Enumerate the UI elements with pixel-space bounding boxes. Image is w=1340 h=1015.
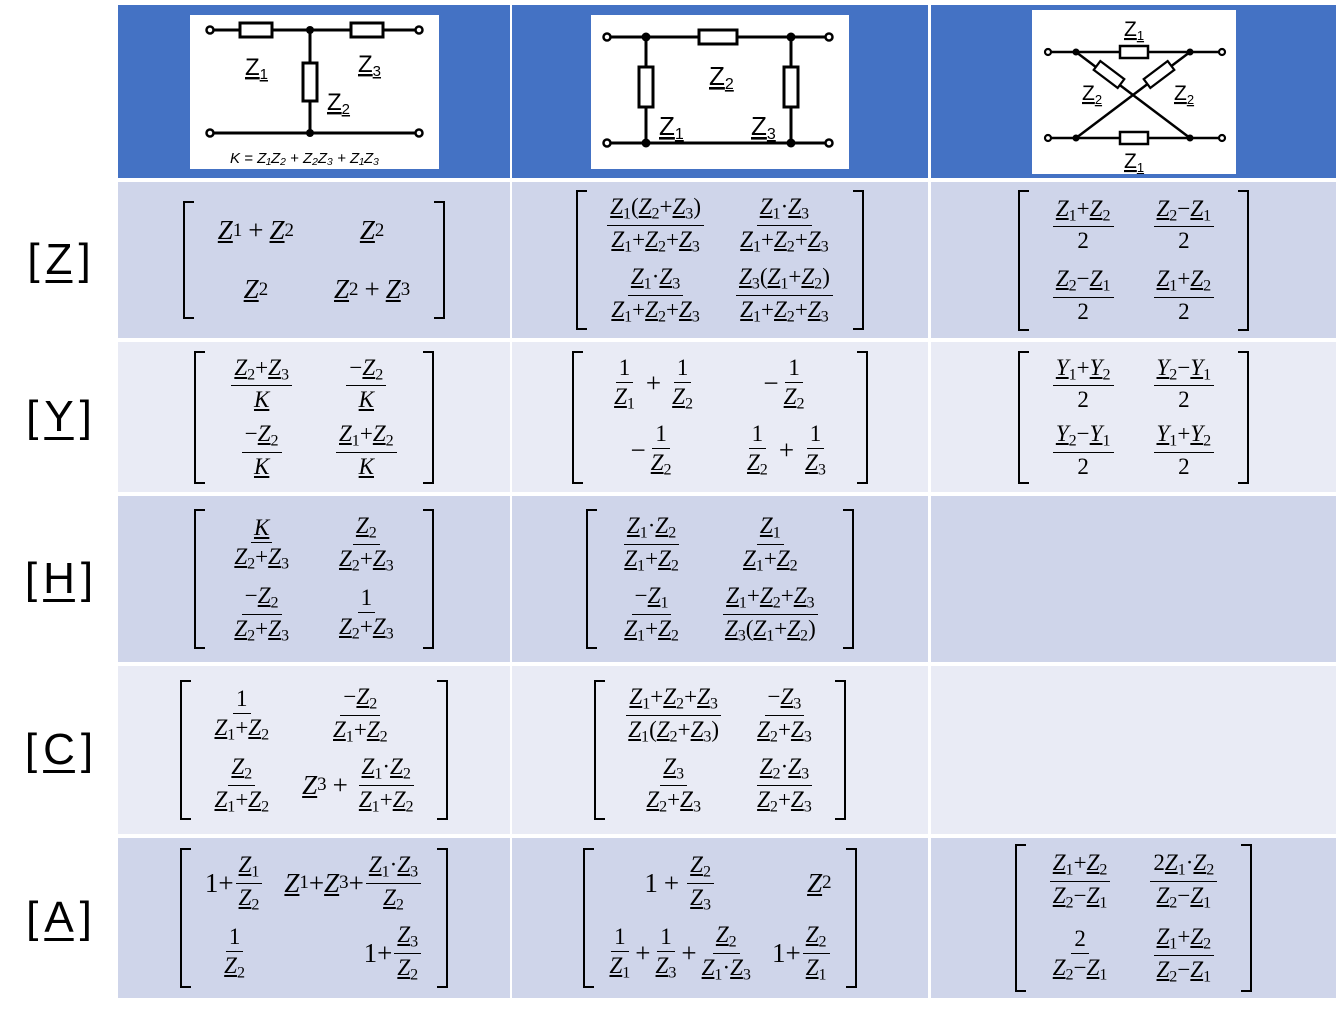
svg-text:Z3: Z3 — [358, 51, 381, 80]
pi-z2-label: Z — [709, 61, 725, 91]
t-network-diagram: Z1 Z3 Z2 K = Z₁Z₂ + Z₂Z₃ + Z₁Z₃ — [204, 21, 424, 167]
svg-text:Z1: Z1 — [1124, 18, 1144, 43]
svg-text:Z2: Z2 — [709, 61, 734, 93]
t-network-figure: Z1 Z3 Z2 K = Z₁Z₂ + Z₂Z₃ + Z₁Z₃ — [189, 14, 439, 169]
header-pi-network: Z2 Z1 Z3 — [512, 5, 928, 178]
k-definition: K = Z₁Z₂ + Z₂Z₃ + Z₁Z₃ — [230, 150, 379, 167]
t-z2-label: Z — [327, 89, 342, 116]
h-matrix-lattice-network-empty — [931, 496, 1336, 662]
row-label-a: [A] — [26, 893, 92, 942]
pi-z3-label: Z — [751, 111, 767, 141]
pi-network-figure: Z2 Z1 Z3 — [591, 14, 849, 169]
row-label-c: [C] — [24, 725, 94, 774]
pi-z1-label: Z — [659, 111, 675, 141]
svg-text:Z2: Z2 — [327, 89, 350, 118]
lattice-z2-left-label: Z — [1082, 82, 1095, 105]
lattice-z1-top-label: Z — [1124, 18, 1137, 41]
row-label-y: [Y] — [26, 392, 92, 441]
svg-text:Z1: Z1 — [659, 111, 684, 143]
lattice-z1-bottom-label: Z — [1124, 150, 1137, 173]
lattice-network-diagram: Z1 Z2 Z2 Z1 — [1043, 18, 1226, 175]
svg-text:Z1: Z1 — [1124, 150, 1144, 174]
svg-text:Z3: Z3 — [751, 111, 776, 143]
header-t-network: Z1 Z3 Z2 K = Z₁Z₂ + Z₂Z₃ + Z₁Z₃ — [118, 5, 510, 178]
lattice-z2-right-label: Z — [1174, 82, 1187, 105]
svg-text:Z1: Z1 — [245, 54, 268, 83]
t-z1-label: Z — [245, 54, 260, 81]
t-z3-label: Z — [358, 51, 373, 78]
c-matrix-lattice-network-empty — [931, 666, 1336, 834]
svg-text:Z2: Z2 — [1174, 82, 1194, 107]
svg-text:Z2: Z2 — [1082, 82, 1102, 107]
pi-network-diagram: Z2 Z1 Z3 — [602, 28, 834, 148]
header-lattice-network: Z1 Z2 Z2 Z1 — [931, 5, 1336, 178]
lattice-network-figure: Z1 Z2 Z2 Z1 — [1031, 9, 1236, 175]
row-label-h: [H] — [24, 554, 94, 603]
row-label-z: [Z] — [27, 235, 91, 284]
